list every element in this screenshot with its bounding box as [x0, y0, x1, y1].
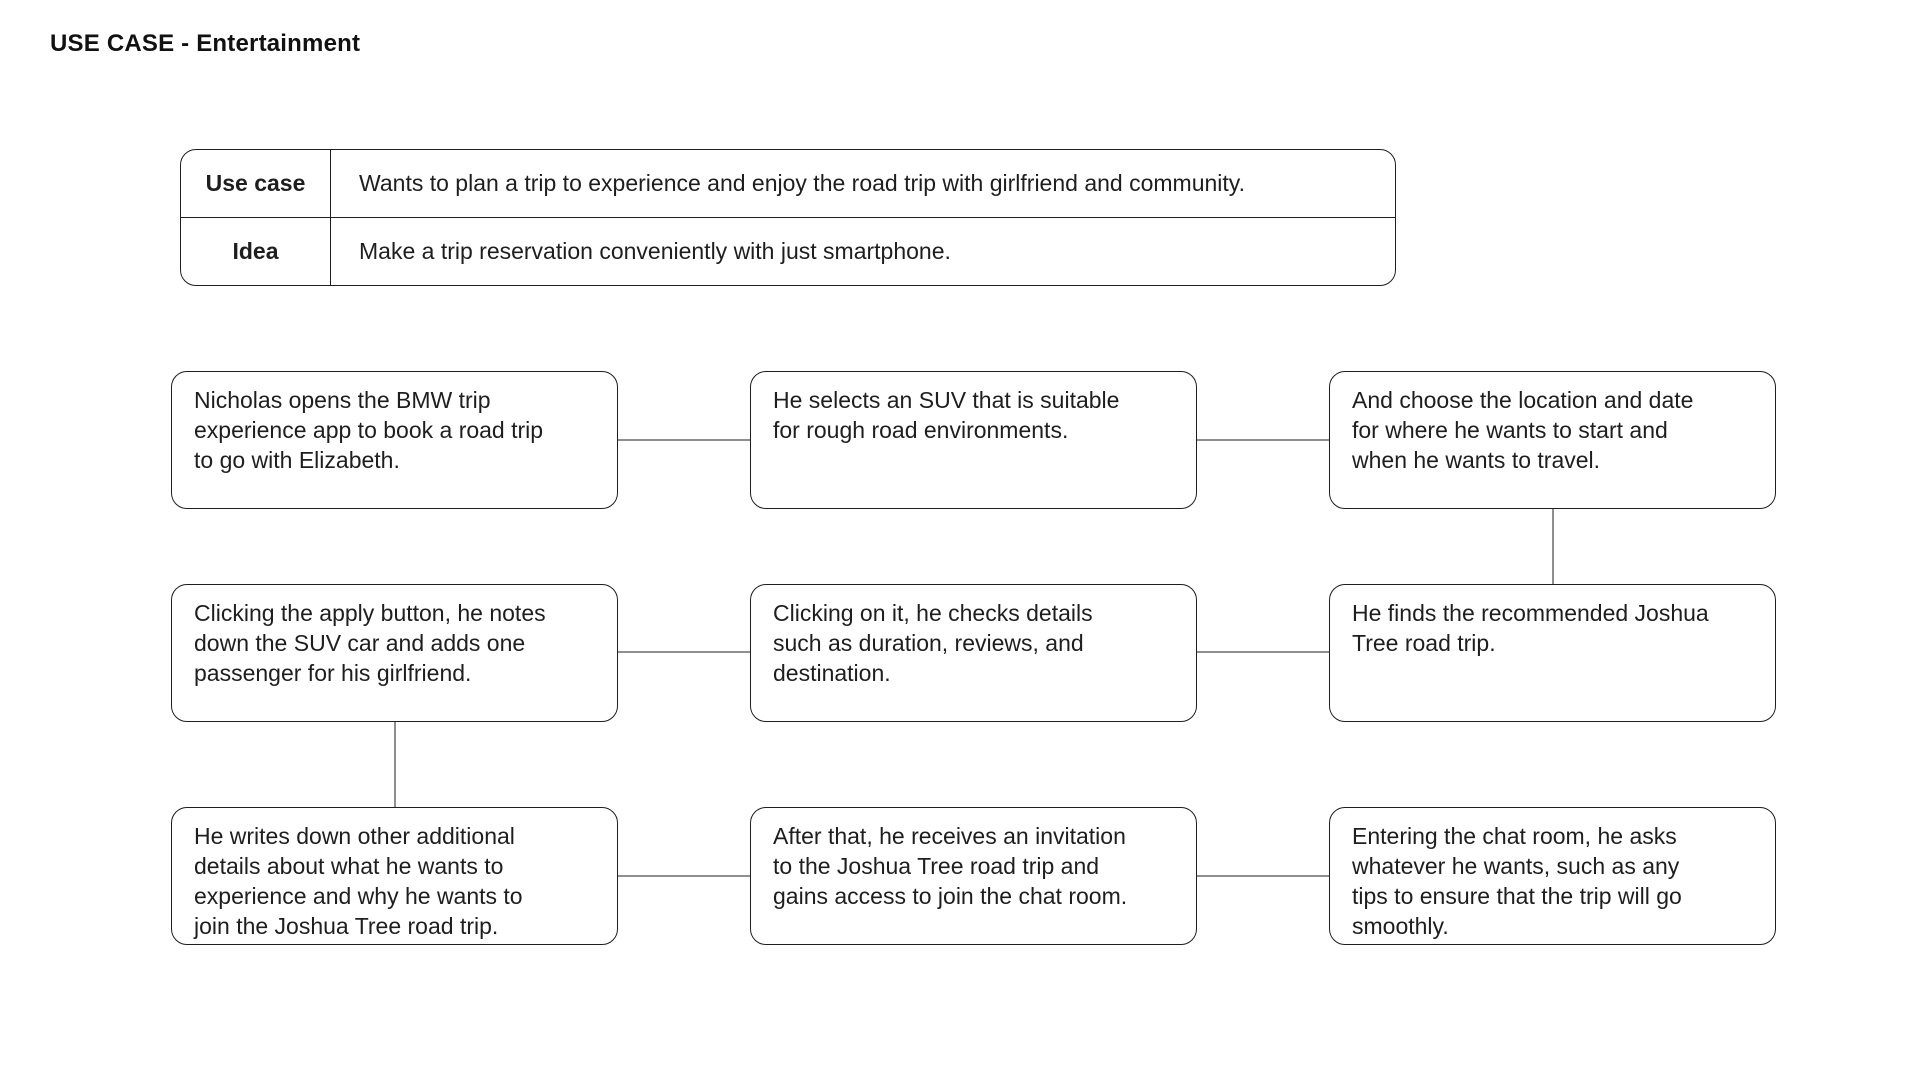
flow-node-step-9: Entering the chat room, he asks whatever…	[1329, 807, 1776, 945]
flow-node-step-3: And choose the location and date for whe…	[1329, 371, 1776, 509]
flow-node-step-4: Clicking the apply button, he notes down…	[171, 584, 618, 722]
connector-step-5-step-4	[618, 651, 750, 653]
use-case-table: Use case Wants to plan a trip to experie…	[180, 149, 1396, 286]
flow-node-step-8: After that, he receives an invitation to…	[750, 807, 1197, 945]
flow-node-step-5: Clicking on it, he checks details such a…	[750, 584, 1197, 722]
flow-node-step-1: Nicholas opens the BMW trip experience a…	[171, 371, 618, 509]
table-value-idea: Make a trip reservation conveniently wit…	[359, 238, 951, 264]
connector-step-6-step-5	[1197, 651, 1329, 653]
page-title: USE CASE - Entertainment	[50, 30, 361, 57]
connector-step-4-step-7	[394, 720, 396, 807]
connector-step-2-step-3	[1197, 439, 1329, 441]
table-label-idea: Idea	[181, 218, 331, 285]
flow-node-step-6: He finds the recommended Joshua Tree roa…	[1329, 584, 1776, 722]
table-value-use-case: Wants to plan a trip to experience and e…	[359, 170, 1245, 196]
table-row-idea: Idea Make a trip reservation convenientl…	[181, 217, 1395, 285]
flow-node-step-2: He selects an SUV that is suitable for r…	[750, 371, 1197, 509]
connector-step-7-step-8	[618, 875, 750, 877]
connector-step-8-step-9	[1197, 875, 1329, 877]
table-label-use-case: Use case	[181, 150, 331, 217]
flow-node-step-7: He writes down other additional details …	[171, 807, 618, 945]
table-row-use-case: Use case Wants to plan a trip to experie…	[181, 150, 1395, 217]
connector-step-3-step-6	[1552, 509, 1554, 584]
connector-step-1-step-2	[618, 439, 750, 441]
